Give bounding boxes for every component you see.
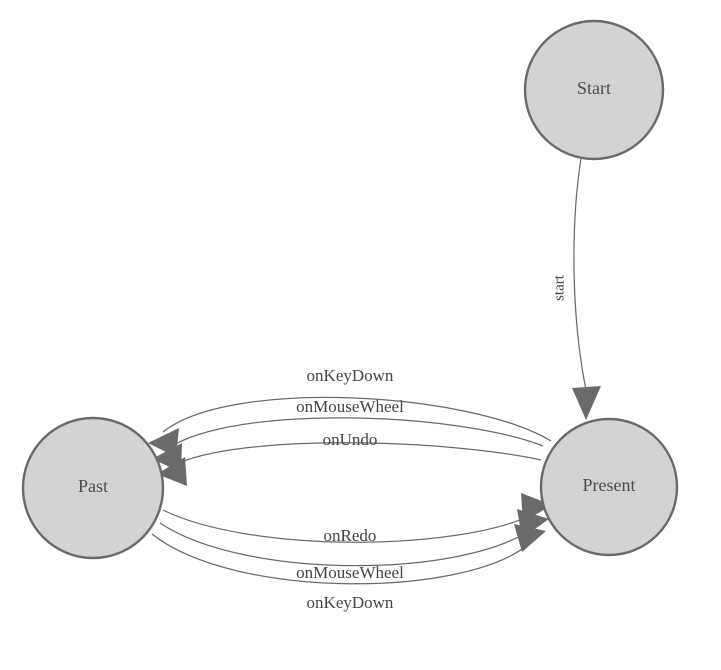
edge-start-to-present-arrowhead	[572, 386, 601, 420]
state-node-present[interactable]: Present	[539, 417, 679, 557]
edge-label-present-to-past-2: onMouseWheel	[296, 397, 404, 416]
state-node-past[interactable]: Past	[21, 416, 165, 560]
edge-past-to-present-1-path	[162, 509, 537, 543]
edge-label-start: start	[551, 274, 567, 301]
state-node-start-label: Start	[577, 78, 611, 98]
state-node-past-circle	[21, 416, 165, 560]
edge-present-to-past-2-path	[166, 417, 544, 450]
edge-start-to-present[interactable]	[572, 157, 601, 420]
state-node-past-label: Past	[78, 476, 108, 496]
edge-present-to-past-3-path	[171, 442, 542, 467]
edge-present-to-past-3[interactable]	[157, 442, 542, 486]
edge-past-to-present-3-path	[151, 533, 532, 585]
edge-label-present-to-past-1: onKeyDown	[307, 366, 394, 385]
edge-start-to-present-path	[573, 157, 587, 391]
edge-label-past-to-present-1: onRedo	[324, 526, 377, 545]
edge-present-to-past-3-arrowhead	[157, 457, 187, 486]
state-node-start-circle	[523, 19, 665, 161]
edge-label-past-to-present-3: onKeyDown	[307, 593, 394, 612]
edge-label-past-to-present-2: onMouseWheel	[296, 563, 404, 582]
edge-past-to-present-3-arrowhead	[514, 524, 546, 552]
state-node-present-label: Present	[583, 475, 636, 495]
state-node-present-circle	[539, 417, 679, 557]
edge-label-present-to-past-3: onUndo	[323, 430, 378, 449]
edge-past-to-present-2-path	[159, 522, 534, 567]
edge-present-to-past-1-path	[162, 396, 552, 442]
state-node-start[interactable]: Start	[523, 19, 665, 161]
edge-past-to-present-3[interactable]	[151, 524, 546, 585]
